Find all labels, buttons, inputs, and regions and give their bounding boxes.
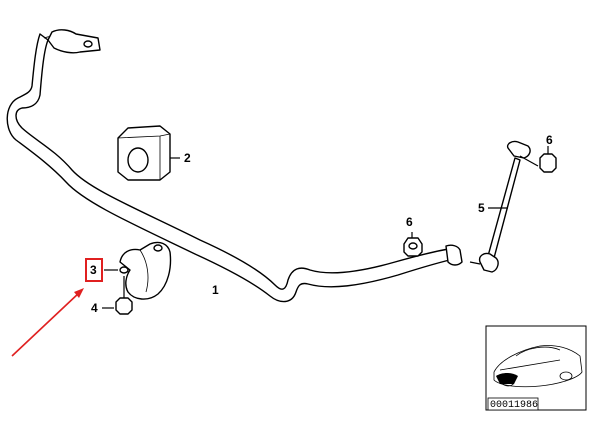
hex-collar-screw xyxy=(102,276,133,315)
stabilizer-link xyxy=(469,140,539,273)
rubber-mounting xyxy=(117,125,180,181)
callout-3: 3 xyxy=(90,263,97,277)
callout-5: 5 xyxy=(478,201,485,215)
callout-6-upper: 6 xyxy=(546,133,553,147)
callout-2: 2 xyxy=(184,151,191,165)
car-outline xyxy=(493,345,583,388)
self-locking-nut-upper xyxy=(539,146,557,173)
vehicle-reference-thumbnail: 00011986 xyxy=(485,325,587,411)
highlight-box xyxy=(85,258,103,282)
red-pointer-arrow xyxy=(11,288,84,357)
reference-number: 00011986 xyxy=(490,400,538,411)
callout-4: 4 xyxy=(91,301,98,315)
stabilizer-bar xyxy=(6,29,463,303)
bracket xyxy=(104,241,172,300)
self-locking-nut-lower xyxy=(403,232,423,257)
callout-6-lower: 6 xyxy=(406,215,413,229)
callout-1: 1 xyxy=(212,283,219,297)
